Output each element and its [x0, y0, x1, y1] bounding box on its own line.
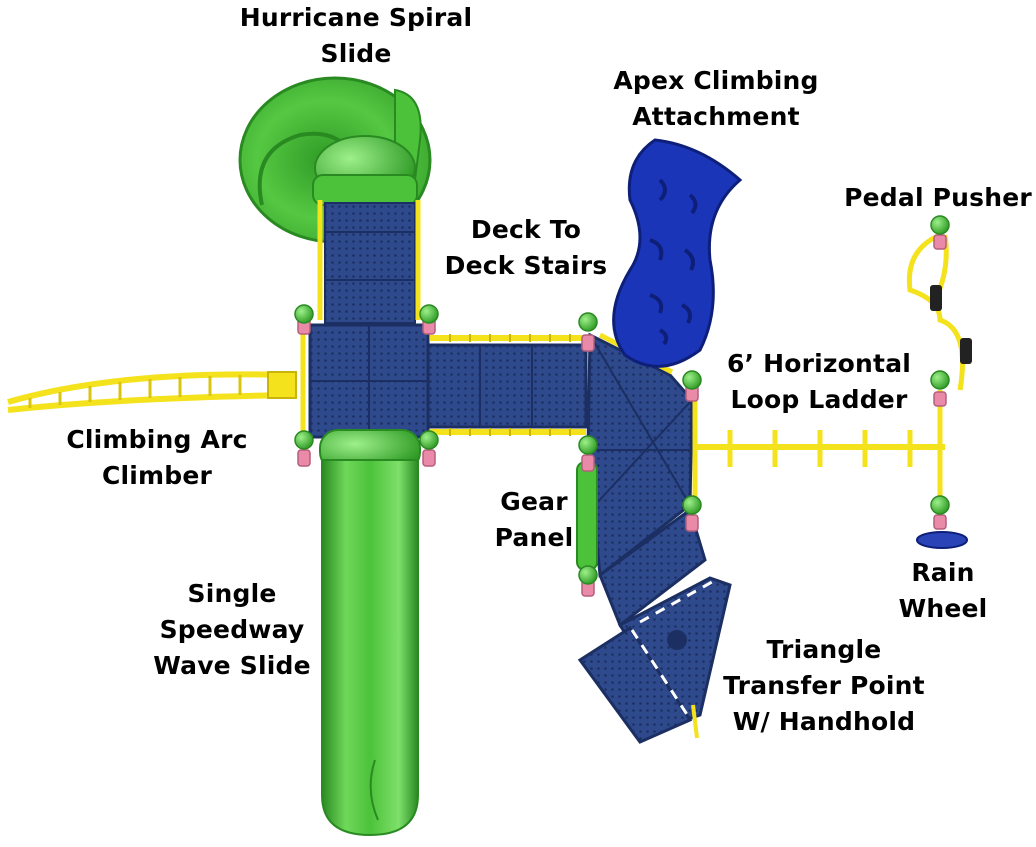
label-line: Pedal Pusher — [844, 183, 1032, 212]
label-line: Loop Ladder — [730, 385, 908, 414]
label-line: Attachment — [632, 102, 800, 131]
label-gear-panel: Gear Panel — [494, 484, 574, 556]
label-line: Climbing Arc — [66, 425, 248, 454]
label-line: Deck Stairs — [444, 251, 608, 280]
label-horizontal-loop-ladder: 6’ Horizontal Loop Ladder — [722, 346, 916, 418]
posts — [294, 215, 950, 597]
label-line: Hurricane Spiral — [239, 3, 473, 32]
label-line: Rain — [911, 558, 975, 587]
label-apex-climbing-attachment: Apex Climbing Attachment — [607, 63, 825, 135]
label-triangle-transfer-point: Triangle Transfer Point W/ Handhold — [712, 632, 936, 740]
gear-panel — [576, 461, 598, 571]
label-line: Speedway — [159, 615, 305, 644]
label-single-speedway-wave-slide: Single Speedway Wave Slide — [146, 576, 318, 684]
label-climbing-arc-climber: Climbing Arc Climber — [56, 422, 258, 494]
label-line: Wheel — [898, 594, 988, 623]
apex-climbing-attachment — [612, 138, 743, 368]
rain-wheel — [916, 531, 968, 549]
spiral-entry-chute — [317, 200, 421, 324]
label-line: Climber — [101, 461, 213, 490]
horizontal-loop-ladder — [695, 430, 945, 467]
label-line: Panel — [494, 523, 574, 552]
triangle-transfer-point — [577, 507, 732, 744]
single-speedway-wave-slide — [319, 429, 421, 837]
label-deck-to-deck-stairs: Deck To Deck Stairs — [438, 212, 614, 284]
label-line: Wave Slide — [153, 651, 311, 680]
deck-to-deck-stairs — [426, 334, 588, 436]
label-line: W/ Handhold — [732, 707, 916, 736]
label-line: Gear — [500, 487, 568, 516]
label-line: 6’ Horizontal — [726, 349, 912, 378]
main-deck-left — [300, 322, 430, 440]
label-line: Triangle — [766, 635, 882, 664]
label-rain-wheel: Rain Wheel — [888, 555, 998, 627]
label-line: Transfer Point — [723, 671, 925, 700]
label-line: Single — [187, 579, 277, 608]
pedal-pusher — [906, 232, 972, 505]
climbing-arc-climber — [7, 371, 297, 413]
label-line: Apex Climbing — [613, 66, 819, 95]
label-line: Slide — [320, 39, 392, 68]
label-pedal-pusher: Pedal Pusher — [842, 180, 1034, 216]
label-hurricane-spiral-slide: Hurricane Spiral Slide — [230, 0, 482, 72]
label-line: Deck To — [470, 215, 582, 244]
